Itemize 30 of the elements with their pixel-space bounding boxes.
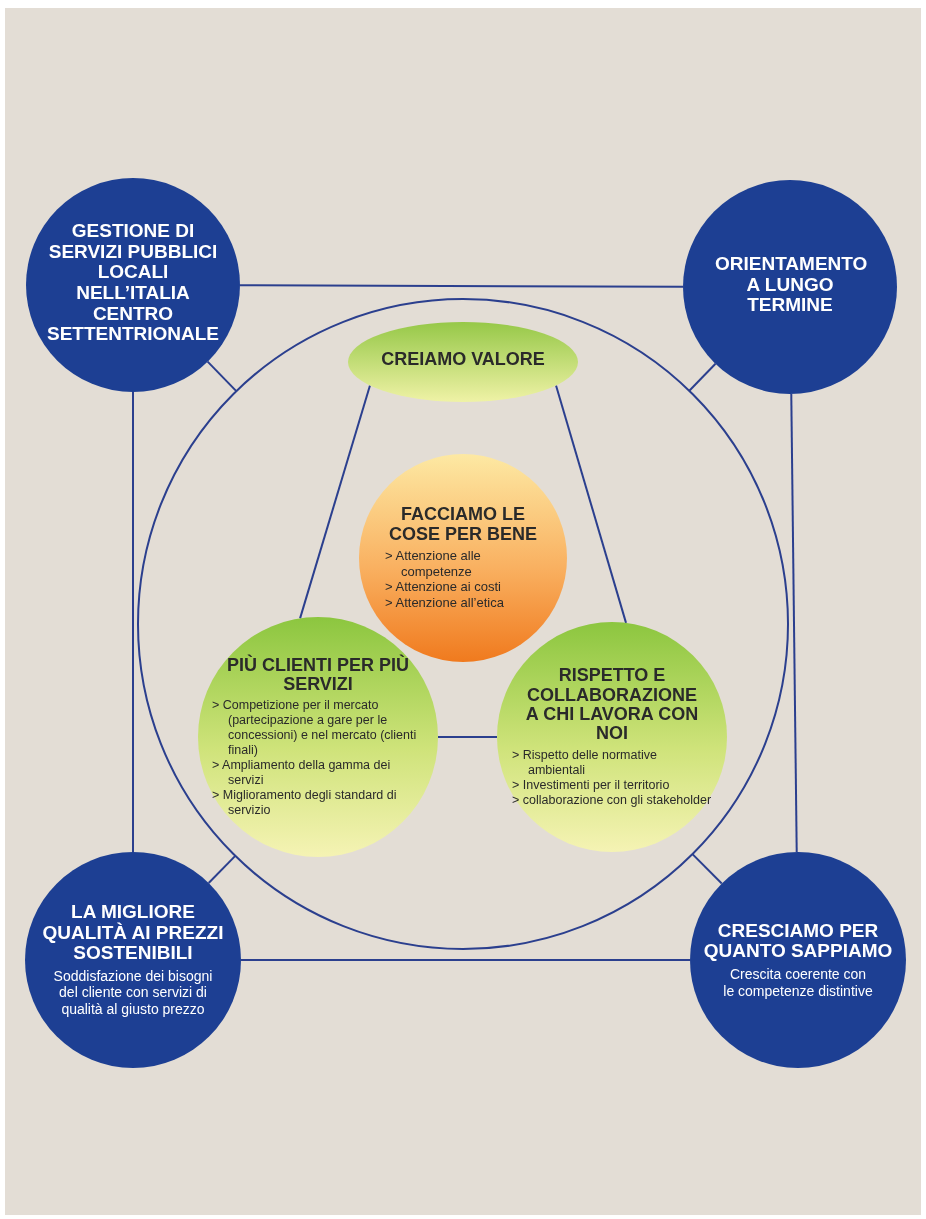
node-description: Soddisfazione dei bisogni del cliente con servizi di qualità al giusto prezzo — [52, 967, 214, 1018]
node-title: FACCIAMO LE COSE PER BENE — [387, 505, 538, 545]
node-description: Crescita coerente con le competenze distintive — [723, 965, 873, 1000]
connector-line — [299, 384, 371, 620]
node-title: CRESCIAMO PER QUANTO SAPPIAMO — [702, 920, 894, 962]
bullet-item: > Miglioramento degli standard di servizio — [212, 788, 398, 819]
node-title: RISPETTO E COLLABORAZIONE A CHI LAVORA CON NOI — [524, 666, 700, 744]
bullet-item: > Attenzione alle competenze — [385, 548, 482, 580]
connector-line — [207, 854, 237, 884]
node-title: ORIENTAMENTO A LUNGO TERMINE — [715, 254, 865, 316]
connector-line — [555, 384, 627, 624]
node-title: GESTIONE DI SERVIZI PUBBLICI LOCALI NELL’ITALIA CENTRO SETTENTRIONALE — [45, 221, 221, 345]
connector-line — [691, 853, 723, 885]
bullet-item: > Ampliamento della gamma dei servizi — [212, 758, 392, 789]
node-title: LA MIGLIORE QUALITÀ AI PREZZI SOSTENIBILI — [41, 902, 225, 964]
connector-line — [239, 284, 684, 288]
connector-line — [688, 362, 717, 392]
connector-line — [790, 393, 798, 853]
bullet-item: > Rispetto delle normative ambientali — [512, 747, 658, 778]
connector-line — [132, 391, 134, 853]
connector-line — [240, 959, 691, 961]
bullet-item: > collaborazione con gli stakeholder — [512, 792, 712, 808]
node-title: CREIAMO VALORE — [380, 350, 546, 370]
bullet-item: > Attenzione all’etica — [385, 595, 505, 611]
bullet-item: > Competizione per il mercato (partecipazione a gare per le concessioni) e nel mercato (clienti finali) — [212, 698, 418, 759]
connector-line — [206, 360, 238, 393]
bullet-item: > Investimenti per il territorio — [512, 777, 671, 793]
bullet-item: > Attenzione ai costi — [385, 579, 502, 596]
connector-line — [437, 736, 498, 738]
node-title: PIÙ CLIENTI PER PIÙ SERVIZI — [226, 655, 410, 695]
